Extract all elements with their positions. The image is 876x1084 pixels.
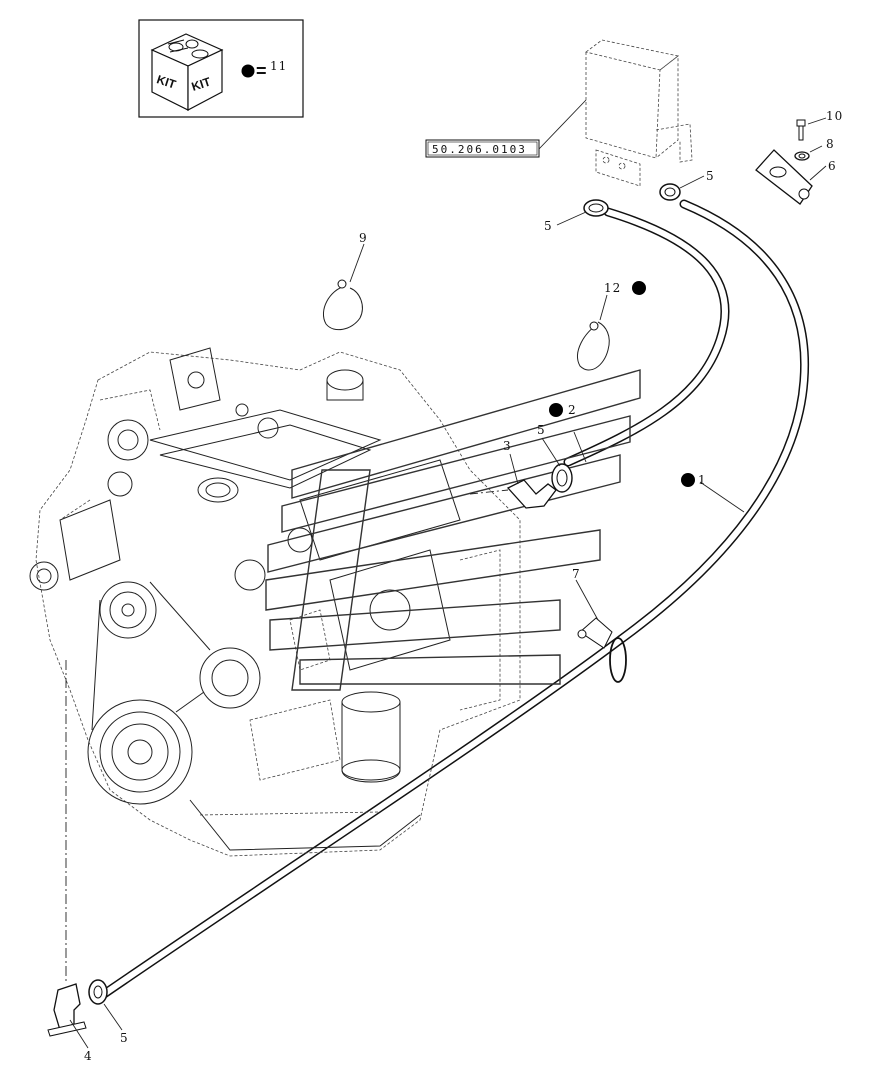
clip-item-7[interactable] bbox=[577, 617, 627, 683]
kit-equals: = bbox=[256, 61, 267, 81]
reference-code: 50.206.0103 bbox=[432, 143, 527, 156]
callout-9: 9 bbox=[359, 231, 368, 245]
clamp-item-5-top-right[interactable] bbox=[659, 183, 681, 201]
kit-dot-item-1 bbox=[681, 473, 695, 487]
kit-dot-item-12 bbox=[632, 281, 646, 295]
callout-5-bottom: 5 bbox=[120, 1031, 129, 1045]
control-module bbox=[585, 39, 693, 187]
callout-5-top-left: 5 bbox=[544, 219, 553, 233]
bolt-item-10[interactable] bbox=[796, 119, 806, 141]
drain-tap-item-4[interactable] bbox=[47, 983, 87, 1037]
callout-10: 10 bbox=[826, 109, 843, 123]
callout-12: 12 bbox=[604, 281, 621, 295]
callout-4: 4 bbox=[84, 1049, 93, 1063]
engine-block bbox=[29, 347, 521, 857]
clip-item-9[interactable] bbox=[322, 279, 363, 331]
clamp-item-5-top-left[interactable] bbox=[583, 199, 609, 217]
elbow-axis-line bbox=[469, 489, 509, 495]
callout-3: 3 bbox=[503, 439, 512, 453]
kit-dot-item-2 bbox=[549, 403, 563, 417]
callout-6: 6 bbox=[828, 159, 837, 173]
bracket-item-6[interactable] bbox=[755, 149, 813, 205]
hose-assembly bbox=[99, 199, 810, 999]
kit-dot-icon bbox=[241, 64, 255, 78]
watermark-logo bbox=[265, 369, 641, 691]
callout-7: 7 bbox=[572, 567, 581, 581]
clamp-item-5-middle[interactable] bbox=[551, 463, 573, 493]
callout-8: 8 bbox=[826, 137, 835, 151]
kit-legend: KIT KIT = 11 bbox=[138, 19, 304, 118]
callout-leaders bbox=[69, 117, 827, 1049]
callout-5-top-right: 5 bbox=[706, 169, 715, 183]
reference-box[interactable]: 50.206.0103 bbox=[425, 99, 587, 158]
callout-1: 1 bbox=[698, 473, 707, 487]
kit-text-right: KIT bbox=[190, 74, 213, 93]
kit-text-left: KIT bbox=[155, 72, 178, 91]
elbow-item-3[interactable] bbox=[506, 479, 557, 509]
callout-2: 2 bbox=[568, 403, 577, 417]
kit-item-number: 11 bbox=[270, 59, 287, 73]
clip-item-12[interactable] bbox=[577, 321, 610, 371]
clamp-item-5-bottom[interactable] bbox=[88, 979, 108, 1005]
callout-5-middle: 5 bbox=[537, 423, 546, 437]
washer-item-8[interactable] bbox=[794, 151, 810, 161]
kit-box-icon bbox=[150, 33, 224, 111]
